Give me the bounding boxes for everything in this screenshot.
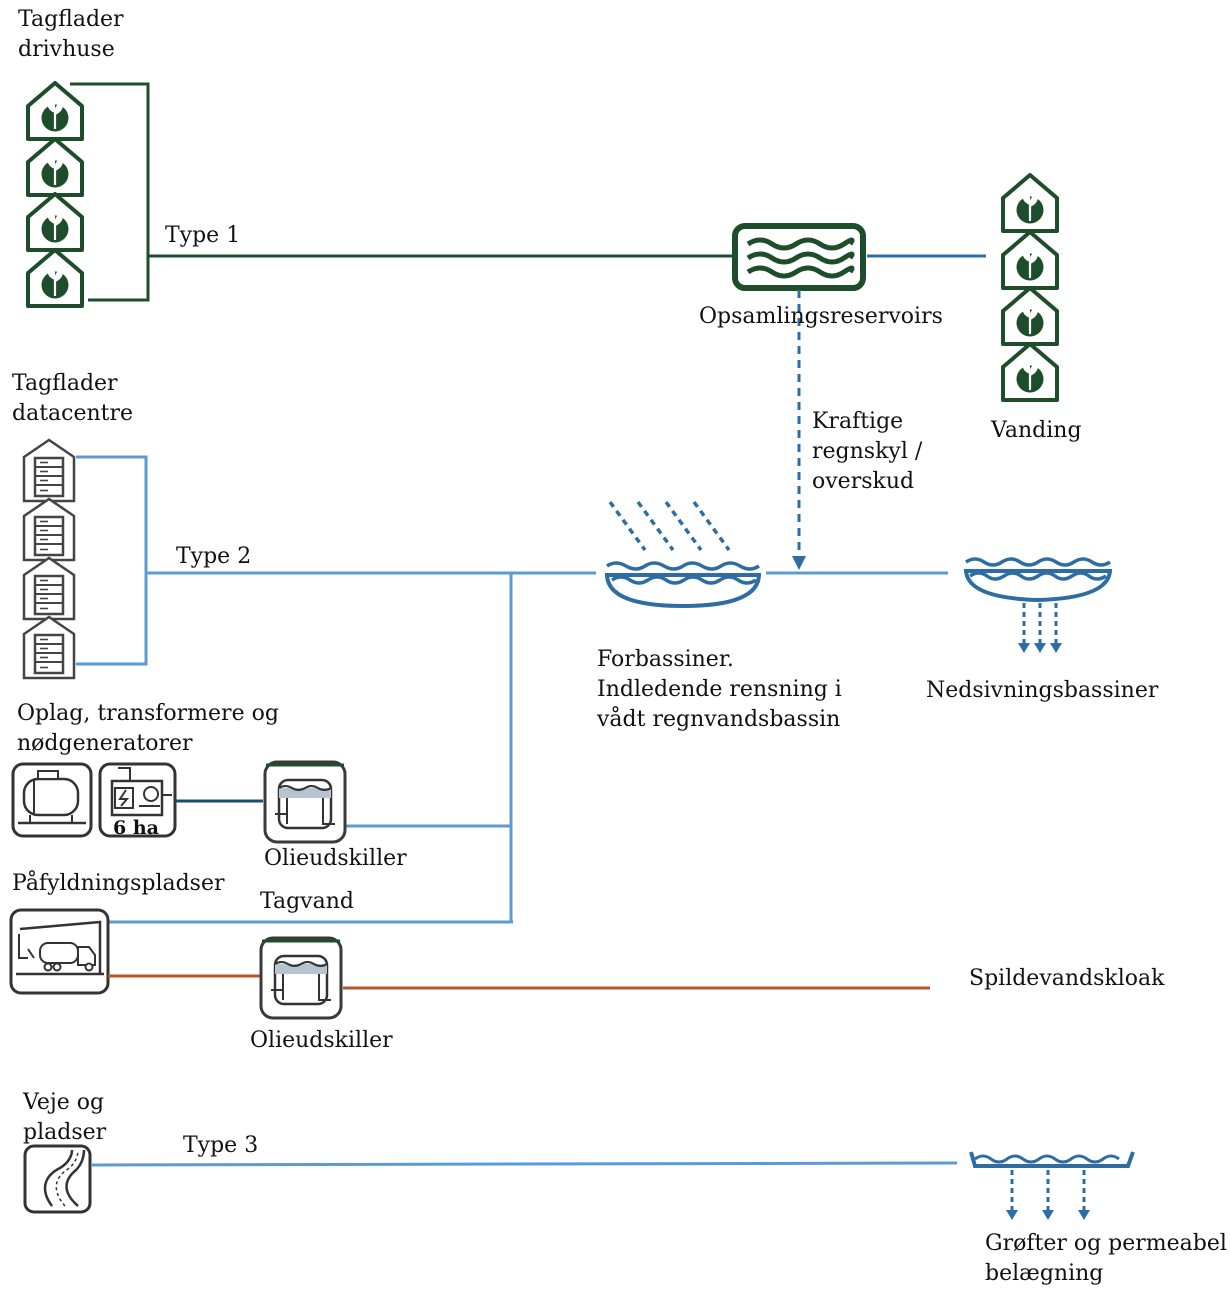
server-building-icon (22, 615, 76, 680)
type3-line (91, 1161, 958, 1167)
type2-label: Type 2 (176, 544, 252, 569)
server-building-icon (22, 556, 76, 621)
type3-label: Type 3 (183, 1133, 259, 1158)
irrigation-label: Vanding (991, 418, 1082, 443)
road-icon (23, 1144, 92, 1214)
datacentre-roofs-label: Tagflader datacentre (12, 371, 134, 426)
roads-label: Veje og pladser (23, 1090, 107, 1145)
server-building-icon (22, 497, 76, 562)
greenhouse-roofs-label: Tagflader drivhuse (18, 7, 124, 62)
server-building-icon (22, 438, 76, 503)
filling-stations-label: Påfyldningspladser (12, 871, 225, 896)
oil-separator-icon (259, 936, 343, 1020)
rain-basin-icon (604, 500, 762, 609)
reservoir-icon (732, 223, 866, 291)
datacentre-roofs-group (22, 438, 76, 680)
type1-collector-line (70, 82, 150, 302)
tank-icon (11, 762, 93, 838)
roof-water-label: Tagvand (260, 889, 354, 914)
greenhouse-icon (1001, 286, 1059, 346)
generator-badge: 6 ha (113, 817, 159, 839)
greenhouse-icon (1001, 230, 1059, 290)
infiltration-basins-label: Nedsivningsbassiner (926, 678, 1159, 703)
greenhouse-icon (26, 248, 84, 308)
greenhouse-roofs-group (26, 81, 84, 308)
irrigation-greenhouses (1001, 173, 1059, 402)
heavy-rain-label: Kraftige regnskyl / overskud (812, 409, 923, 494)
type1-label: Type 1 (165, 223, 241, 248)
storage-label: Oplag, transformere og nødgeneratorer (17, 701, 279, 756)
generator-icon: 6 ha (98, 762, 177, 839)
oil-separator-label-2: Olieudskiller (250, 1028, 393, 1053)
greenhouse-icon (26, 137, 84, 197)
greenhouse-icon (1001, 173, 1059, 233)
pre-basins-label: Forbassiner. Indledende rensning i vådt … (597, 647, 842, 732)
ditches-label: Grøfter og permeabel belægning (985, 1231, 1227, 1286)
oil-separator-icon (263, 760, 347, 844)
collection-reservoirs-label: Opsamlingsreservoirs (699, 304, 943, 329)
greenhouse-icon (1001, 342, 1059, 402)
infiltration-basin-icon (963, 557, 1113, 655)
oil-separator-label-1: Olieudskiller (264, 846, 407, 871)
ditch-icon (969, 1151, 1135, 1222)
overflow-arrowhead (792, 556, 806, 570)
type2-collector-line (76, 455, 148, 666)
greenhouse-icon (26, 81, 84, 141)
sewer-label: Spildevandskloak (969, 966, 1165, 991)
greenhouse-icon (26, 192, 84, 252)
tanker-truck-icon (9, 908, 110, 995)
